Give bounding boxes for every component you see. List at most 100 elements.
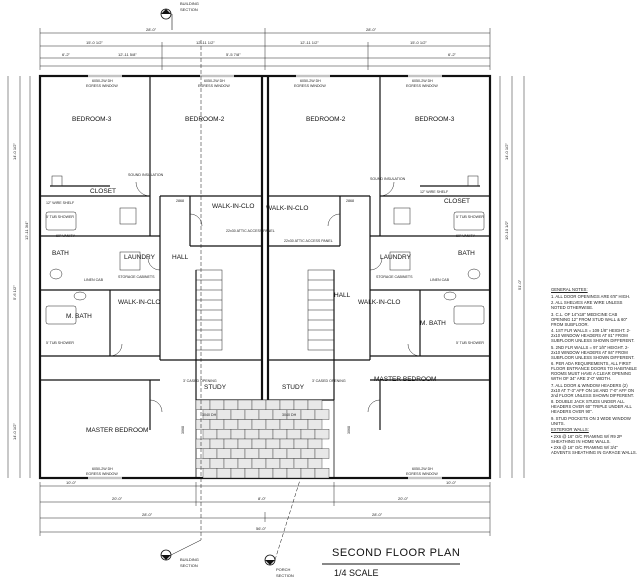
dim-bot-c: 8'-0": [258, 496, 267, 501]
roof-tile: [293, 399, 309, 410]
roof-tile: [265, 458, 281, 469]
general-notes: GENERAL NOTES: 1. ALL DOOR OPENINGS ARE …: [551, 287, 637, 457]
egress-label-3: 6050-2W DH: [300, 79, 321, 83]
egress-sub-6: EGRESS WINDOW: [406, 472, 438, 476]
roof-tile: [314, 468, 330, 479]
roof-tile: [209, 438, 225, 449]
note-item: 5. 2ND FLR WALLS = 97 1/8" HEIGHT. 2-2x1…: [551, 344, 635, 360]
storage-label-left: STORAGE CABINETS: [118, 275, 155, 279]
roof-tile: [244, 429, 260, 440]
note-item: 2. ALL SHELVES ARE WIRE UNLESS NOTED OTH…: [551, 300, 623, 310]
dim-left-d: 14'-0 1/2": [12, 423, 17, 440]
dim-top-total-left: 28'-0": [146, 27, 157, 32]
roof-tile: [230, 409, 246, 420]
note-item: 9. STUD POCKETS ON 3 WIDE WINDOW UNITS.: [551, 415, 631, 426]
dim-bot-g: 28'-0": [372, 512, 383, 517]
dim-bot-b: 20'-0": [112, 496, 123, 501]
egress-sub-1: EGRESS WINDOW: [86, 84, 118, 88]
dim-right-a: 14'-0 1/2": [504, 143, 509, 160]
dim-bot-total: 56'-0": [256, 526, 267, 531]
room-laundry-right: LAUNDRY: [380, 254, 412, 261]
egress-label-5: 6050-2W DH: [92, 467, 113, 471]
roof-tile: [258, 409, 274, 420]
roof-tile: [230, 468, 246, 479]
egress-label-4: 6050-2W DH: [412, 79, 433, 83]
tub-label-left: 5' TUB SHOWER: [46, 215, 74, 219]
insulation-label-right: SOUND INSULATION: [370, 177, 406, 181]
vanity-label-right: 60" VANITY: [456, 234, 476, 238]
stairs: [195, 269, 335, 351]
top-dimensions: [39, 28, 491, 70]
roof-tile: [279, 399, 295, 410]
dim-top-d: 15'-0 1/2": [410, 40, 427, 45]
roof-tile: [237, 419, 253, 430]
egress-sub-2: EGRESS WINDOW: [198, 84, 230, 88]
roof-tile: [279, 458, 295, 469]
egress-label-6: 6050-2W DH: [412, 467, 433, 471]
roof-tile: [258, 429, 274, 440]
tub-label-right: 5' TUB SHOWER: [456, 215, 484, 219]
egress2-label-right: 3040 DH: [282, 413, 297, 417]
linen-label-right: LINEN CAB: [430, 278, 450, 282]
roof-tile: [237, 458, 253, 469]
roof-tile: [195, 419, 211, 430]
roof-tile: [216, 448, 232, 459]
roof-tile: [209, 458, 225, 469]
roof-tile: [202, 468, 218, 479]
porch-roof: [195, 399, 335, 479]
section-bottom-line2: SECTION: [180, 563, 198, 568]
room-bedroom2-left: BEDROOM-2: [185, 116, 225, 123]
roof-tile: [209, 399, 225, 410]
section-top-line1: BUILDING: [180, 1, 199, 6]
room-study-right: STUDY: [282, 384, 305, 391]
room-study-left: STUDY: [204, 384, 227, 391]
attic-label-right: 22x30 ATTIC ACCESS PANEL: [284, 239, 333, 243]
roof-tile: [272, 448, 288, 459]
opening-label-right: 3' CASED OPENING: [312, 379, 346, 383]
shelf-label-right: 12" WIRE SHELF: [420, 190, 449, 194]
dim-bot-e: 10'-0": [446, 480, 457, 485]
roof-tile: [307, 458, 323, 469]
room-master-left: MASTER BEDROOM: [86, 427, 148, 434]
roof-tile: [251, 458, 267, 469]
roof-tile: [195, 399, 211, 410]
section-marker-bottom: [160, 479, 301, 566]
roof-tile: [286, 468, 302, 479]
shelf-label-left: 12" WIRE SHELF: [46, 201, 75, 205]
note-item: 8. DOUBLE JACK STUDS UNDER ALL HEADERS O…: [551, 399, 632, 414]
roof-tile: [265, 399, 281, 410]
dim-top-f: 12'-11 5/8": [118, 52, 137, 57]
room-mbath-right: M. BATH: [420, 320, 446, 327]
room-walkin-4: WALK-IN-CLO: [358, 299, 400, 306]
roof-tile: [286, 429, 302, 440]
exterior-note-item: • 2X6 @ 16" O/C FRAMING W/ R9 2P SHEATHI…: [551, 433, 622, 444]
egress-label-1: 6050-2W DH: [92, 79, 113, 83]
roof-tile: [272, 429, 288, 440]
roof-tile: [293, 419, 309, 430]
roof-tile: [230, 429, 246, 440]
room-bath-left: BATH: [52, 250, 69, 257]
roof-tile: [230, 448, 246, 459]
roof-tile: [223, 438, 239, 449]
roof-tile: [300, 448, 316, 459]
roof-tile: [216, 468, 232, 479]
plan-scale: 1/4 SCALE: [334, 568, 379, 578]
egress-sub-5: EGRESS WINDOW: [86, 472, 118, 476]
roof-tile: [244, 409, 260, 420]
interior-walls-left: [40, 76, 262, 430]
dim-bot-d: 20'-0": [398, 496, 409, 501]
room-hall-left: HALL: [172, 254, 189, 261]
roof-tile: [251, 399, 267, 410]
roof-tile: [216, 429, 232, 440]
room-hall-right: HALL: [334, 292, 351, 299]
attic-label-left: 22x30 ATTIC ACCESS PANEL: [226, 229, 275, 233]
dim-right-c: 51'-0": [517, 279, 522, 290]
roof-tile: [195, 438, 211, 449]
section-marker-top: [160, 8, 202, 540]
room-laundry-left: LAUNDRY: [124, 254, 156, 261]
roof-tile: [195, 458, 211, 469]
storage-label-right: STORAGE CABINETS: [376, 275, 413, 279]
bottom-dimensions: [39, 482, 491, 536]
dim-bot-f: 28'-0": [142, 512, 153, 517]
roof-tile: [209, 419, 225, 430]
